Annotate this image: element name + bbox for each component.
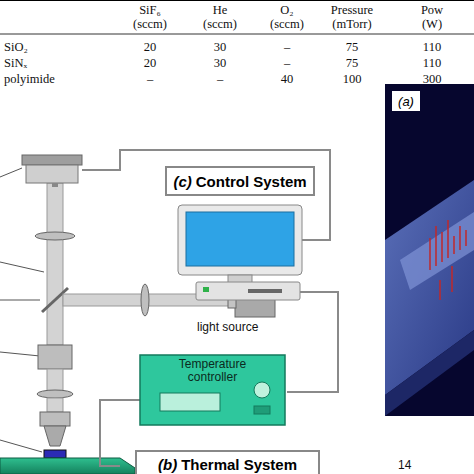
table-cell: 100 [343,72,362,86]
table-cell: – [284,56,290,70]
table-cell: 110 [423,56,441,70]
table-header: He [213,3,228,17]
table-cell: – [147,72,153,86]
table-cell: 75 [346,40,359,54]
table-cell: – [284,40,290,54]
table-cell: 30 [214,56,227,70]
controller-box: Temperature controller [140,355,285,425]
table-unit: (sccm) [203,17,237,31]
node-text: Temperature controller [153,358,273,425]
table-header: SiF₆ [139,3,161,17]
node-text: (a) [398,94,414,109]
table-unit: (W) [422,17,442,31]
row-label: SiNₓ [4,56,27,70]
system-label-box: (b)Thermal System [135,450,320,474]
table-header: Pow [421,3,443,17]
table-cell: – [217,72,223,86]
node-text: Control System [196,173,307,190]
node-text: Thermal System [181,456,297,473]
table-unit: (sccm) [133,17,167,31]
row-label: SiO₂ [4,40,28,54]
table-cell: 20 [144,56,157,70]
panel-tag: (a) [392,91,420,111]
table-header: Pressure [331,3,373,17]
part-label: light source [197,320,258,334]
table-unit: (mTorr) [332,17,371,31]
node-tag: (c) [173,173,191,190]
axis-tick: 14 [398,458,411,472]
row-label: polyimide [4,72,55,86]
table-cell: 40 [281,72,294,86]
table-cell: 75 [346,56,359,70]
system-label-box: (c) Control System [165,166,315,196]
table-cell: 300 [423,72,442,86]
table-cell: 30 [214,40,227,54]
table-unit: (sccm) [270,17,304,31]
node-tag: (b) [158,456,177,473]
table-header: O₂ [280,3,293,17]
table-cell: 20 [144,40,157,54]
table-cell: 110 [423,40,441,54]
